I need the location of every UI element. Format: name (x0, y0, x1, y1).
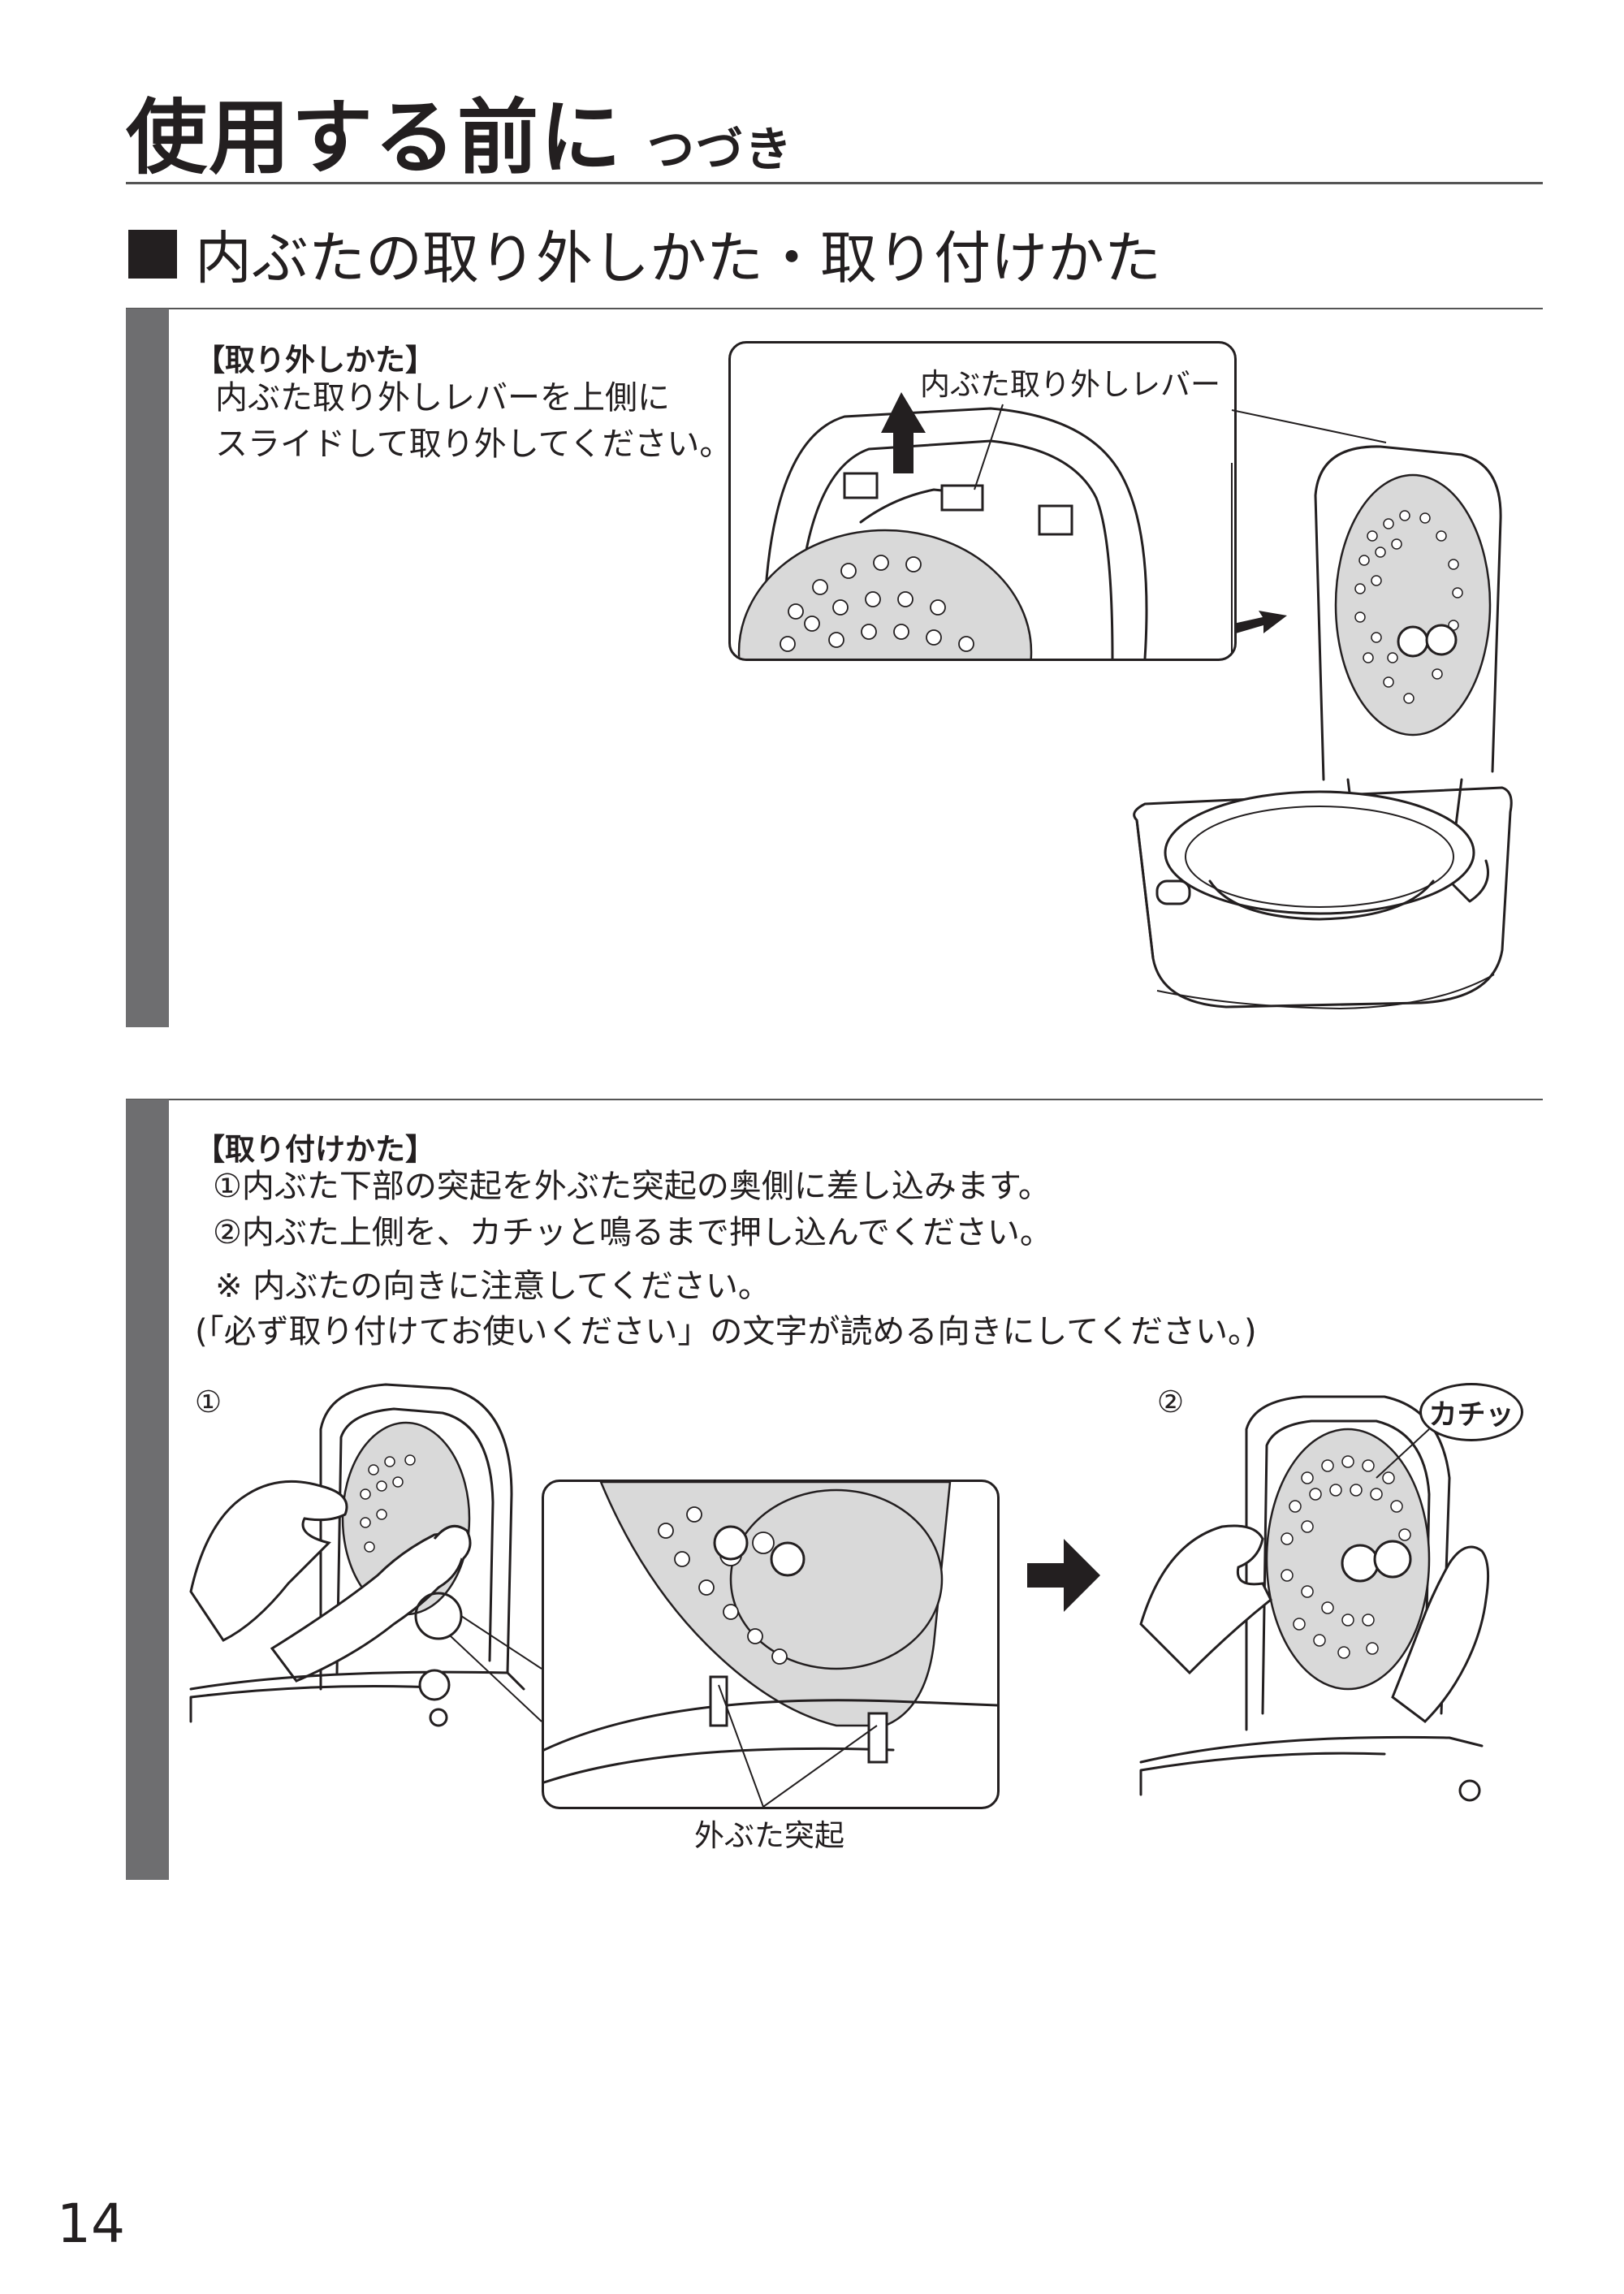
square-bullet-icon (128, 229, 177, 279)
lever-closeup-illustration (737, 392, 1148, 659)
rice-cooker-open-illustration (1133, 445, 1513, 1010)
figure-1-illustration (189, 1383, 525, 1727)
removal-line-1: 内ぶた取り外しレバーを上側に (215, 379, 670, 417)
section-heading: 内ぶたの取り外しかた・取り付けかた (128, 213, 1161, 295)
figure-2-marker: ② (1157, 1385, 1185, 1419)
page-number: 14 (57, 2192, 125, 2255)
removal-heading: 【取り外しかた】 (195, 343, 435, 378)
projection-closeup-illustration (544, 1482, 997, 1807)
figure-2-illustration (1139, 1395, 1490, 1802)
attach-step-1: ①内ぶた下部の突起を外ぶた突起の奥側に差し込みます。 (213, 1168, 1051, 1205)
click-sound-bubble: カチッ (1419, 1383, 1523, 1441)
section-rule (126, 308, 1543, 309)
callout-connector (1231, 409, 1387, 654)
attach-step-2: ②内ぶた上側を、カチッと鳴るまで押し込んでください。 (213, 1214, 1052, 1251)
lever-callout-box: 内ぶた取り外しレバー (728, 341, 1237, 661)
lever-callout-label: 内ぶた取り外しレバー (914, 360, 1227, 404)
title-rule (126, 182, 1543, 184)
projection-zoom-box (542, 1480, 1000, 1809)
zoom-connector (414, 1592, 542, 1722)
removal-side-bar (126, 309, 169, 1027)
attach-rule (126, 1099, 1543, 1100)
page-title: 使用する前につづき (126, 90, 794, 185)
page-title-suffix: つづき (647, 122, 794, 177)
removal-line-2: スライドして取り外してください。 (215, 426, 732, 463)
attach-note-2: (「必ず取り付けてお使いください」の文字が読める向きにしてください。) (195, 1313, 1257, 1350)
click-sound-text: カチッ (1428, 1398, 1514, 1432)
attach-side-bar (126, 1099, 169, 1880)
attach-note-1: ※ 内ぶたの向きに注意してください。 (215, 1268, 771, 1305)
figure-1-marker: ① (195, 1385, 222, 1419)
attach-heading: 【取り付けかた】 (195, 1132, 435, 1167)
click-bubble-pointer (1376, 1428, 1430, 1479)
outer-lid-projection-label: 外ぶた突起 (694, 1818, 844, 1853)
right-arrow-icon (1027, 1539, 1100, 1612)
